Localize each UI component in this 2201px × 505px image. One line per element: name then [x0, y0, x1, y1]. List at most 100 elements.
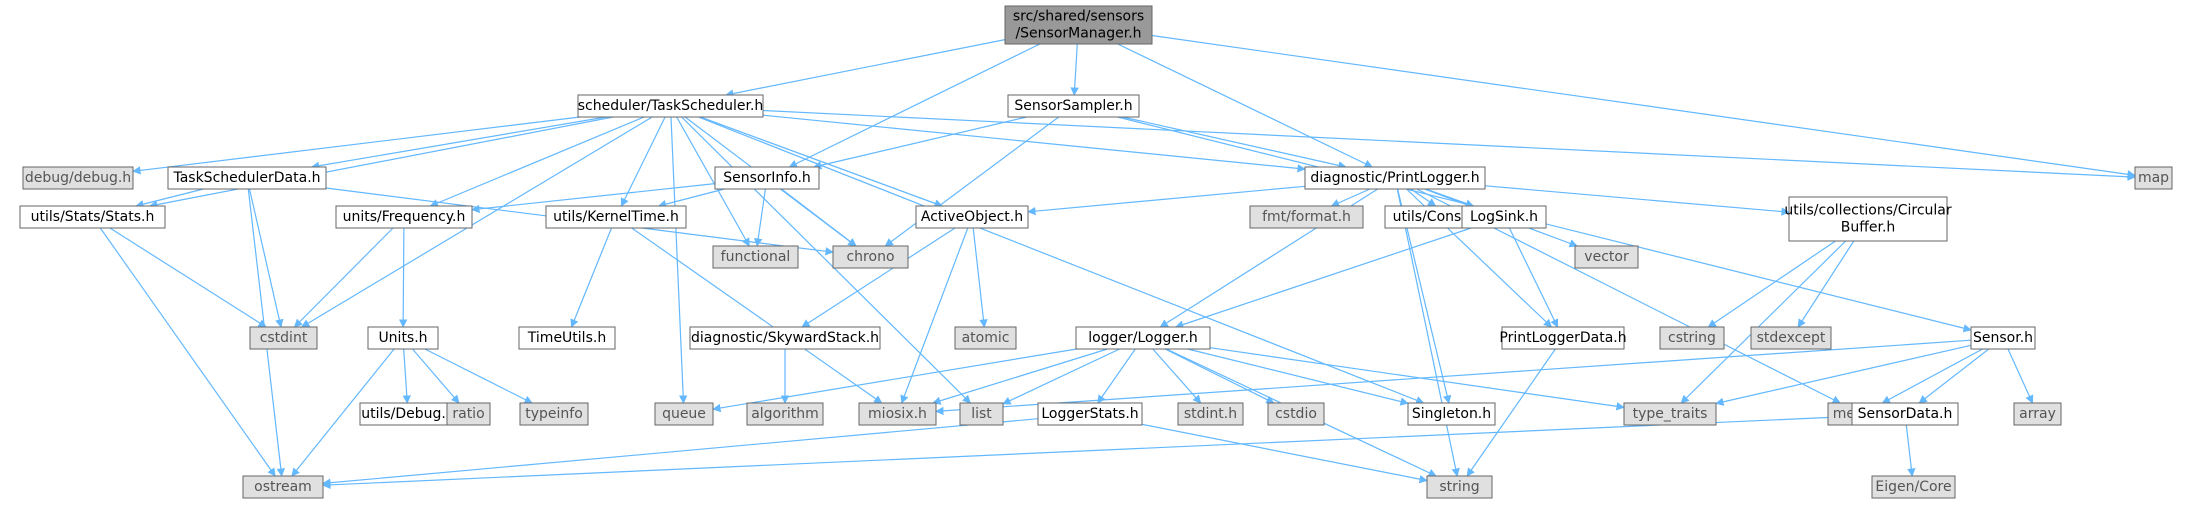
node-label-atomic: atomic	[962, 330, 1010, 346]
node-box-vector	[1574, 245, 1639, 269]
include-edge-sensordata-to-eigen	[1905, 424, 1916, 477]
node-sensor[interactable]: Sensor.h	[1970, 326, 2036, 350]
node-kerneltime[interactable]: utils/KernelTime.h	[545, 205, 687, 229]
node-tsdata[interactable]: TaskSchedulerData.h	[167, 166, 327, 190]
node-box-logger	[1075, 326, 1211, 350]
node-box-stdinth	[1177, 402, 1244, 426]
include-edge-sensorinfo-to-chrono	[781, 188, 857, 247]
node-box-string	[1426, 475, 1493, 499]
include-edge-root-to-map	[1151, 34, 2136, 179]
include-edge-units-to-ratio	[412, 348, 460, 404]
node-units[interactable]: Units.h	[367, 326, 439, 350]
node-string: string	[1426, 475, 1493, 499]
node-box-kerneltime	[545, 205, 687, 229]
node-label-circbuf: utils/collections/Circular	[1784, 203, 1951, 219]
node-algorithm: algorithm	[746, 402, 824, 426]
node-label-circbuf: Buffer.h	[1841, 220, 1896, 236]
node-box-printlogger	[1304, 166, 1486, 190]
node-label-map: map	[2138, 170, 2169, 186]
include-edge-printloggerdata-to-string	[1466, 348, 1556, 477]
include-edge-stats-to-ostream	[99, 227, 276, 477]
node-box-sensorsampler	[1007, 94, 1140, 118]
node-printlogger[interactable]: diagnostic/PrintLogger.h	[1304, 166, 1486, 190]
node-label-kerneltime: utils/KernelTime.h	[553, 209, 679, 225]
node-label-typetraits: type_traits	[1633, 406, 1708, 422]
node-box-atomic	[954, 326, 1017, 350]
node-box-singleton	[1407, 402, 1496, 426]
include-edge-root-to-printlogger	[1117, 43, 1373, 168]
node-label-ratio: ratio	[452, 406, 484, 422]
include-edge-activeobject-to-skyward	[801, 227, 956, 328]
node-list: list	[959, 402, 1004, 426]
node-label-functional: functional	[721, 249, 791, 265]
include-edge-sensor-to-typetraits	[1715, 344, 1972, 406]
node-sensordata[interactable]: SensorData.h	[1851, 402, 1959, 426]
include-edge-circbuf-to-cstring	[1707, 240, 1836, 328]
node-label-cstdint: cstdint	[260, 330, 308, 346]
node-label-cstring: cstring	[1668, 330, 1716, 346]
include-edge-printlogger-to-constants	[1410, 188, 1437, 207]
include-edge-logger-to-miosix	[932, 348, 1108, 405]
include-edge-taskscheduler-to-kerneltime	[620, 116, 666, 207]
node-sensorinfo[interactable]: SensorInfo.h	[714, 166, 820, 190]
include-edge-units-to-utilsdebug	[402, 348, 411, 404]
node-box-array	[2013, 402, 2062, 426]
node-label-activeobject: ActiveObject.h	[921, 209, 1023, 225]
node-sensorsampler[interactable]: SensorSampler.h	[1007, 94, 1140, 118]
node-functional: functional	[712, 245, 799, 269]
include-edge-root-to-taskscheduler	[725, 39, 1006, 98]
include-edge-sensorsampler-to-chrono	[884, 116, 1060, 247]
node-loggerstats[interactable]: LoggerStats.h	[1037, 402, 1143, 426]
node-logsink[interactable]: LogSink.h	[1461, 205, 1547, 229]
node-printloggerdata[interactable]: PrintLoggerData.h	[1499, 326, 1627, 350]
node-activeobject[interactable]: ActiveObject.h	[915, 205, 1029, 229]
include-edge-taskscheduler-to-functional	[676, 116, 750, 247]
include-edge-frequency-to-units	[398, 227, 408, 328]
node-label-taskscheduler: scheduler/TaskScheduler.h	[578, 98, 764, 114]
include-edge-taskscheduler-to-activeobject	[700, 116, 943, 208]
node-box-logsink	[1461, 205, 1547, 229]
include-edge-sensorinfo-to-kerneltime	[657, 188, 725, 209]
node-label-printlogger: diagnostic/PrintLogger.h	[1310, 170, 1479, 186]
node-box-taskscheduler	[577, 94, 764, 118]
include-edge-sensorinfo-to-functional	[754, 188, 766, 247]
node-label-tsdata: TaskSchedulerData.h	[172, 170, 320, 186]
include-edge-sensor-to-memory	[1881, 348, 1983, 404]
node-box-root	[1004, 5, 1153, 45]
node-label-root: /SensorManager.h	[1015, 26, 1141, 42]
node-typetraits: type_traits	[1623, 402, 1717, 426]
node-label-string: string	[1439, 479, 1479, 495]
include-edge-sensorinfo-to-frequency	[471, 183, 716, 214]
node-utilsdebug[interactable]: utils/Debug.h	[359, 402, 457, 426]
node-skyward[interactable]: diagnostic/SkywardStack.h	[689, 326, 881, 350]
include-edge-taskscheduler-to-cstdint	[301, 116, 653, 328]
include-edge-logger-to-singleton	[1187, 348, 1409, 406]
node-debug: debug/debug.h	[22, 166, 134, 190]
include-edge-taskscheduler-to-map	[762, 109, 2136, 181]
node-logger[interactable]: logger/Logger.h	[1075, 326, 1211, 350]
node-label-units: Units.h	[378, 330, 427, 346]
include-edge-sensordata-to-ostream	[322, 415, 1853, 490]
node-singleton[interactable]: Singleton.h	[1407, 402, 1496, 426]
node-frequency[interactable]: units/Frequency.h	[335, 205, 473, 229]
node-box-cstring	[1659, 326, 1725, 350]
edges-layer	[99, 34, 2136, 490]
node-timeutils[interactable]: TimeUtils.h	[518, 326, 616, 350]
include-edge-loggerstats-to-ostream	[322, 418, 1039, 487]
include-edge-printlogger-to-string	[1396, 188, 1460, 477]
include-edge-logger-to-typetraits	[1209, 347, 1625, 411]
node-label-algorithm: algorithm	[751, 406, 819, 422]
node-cstdio: cstdio	[1267, 402, 1325, 426]
node-label-stdinth: stdint.h	[1184, 406, 1237, 422]
include-edge-activeobject-to-atomic	[972, 227, 988, 328]
include-edge-sensorsampler-to-sensorinfo	[812, 116, 1027, 170]
node-label-logsink: LogSink.h	[1470, 209, 1538, 225]
node-stats[interactable]: utils/Stats/Stats.h	[19, 205, 166, 229]
node-stdinth: stdint.h	[1177, 402, 1244, 426]
node-box-activeobject	[915, 205, 1029, 229]
node-taskscheduler[interactable]: scheduler/TaskScheduler.h	[577, 94, 764, 118]
include-edge-taskscheduler-to-frequency	[429, 116, 645, 207]
node-root[interactable]: src/shared/sensors/SensorManager.h	[1004, 5, 1153, 45]
node-label-skyward: diagnostic/SkywardStack.h	[691, 330, 879, 346]
